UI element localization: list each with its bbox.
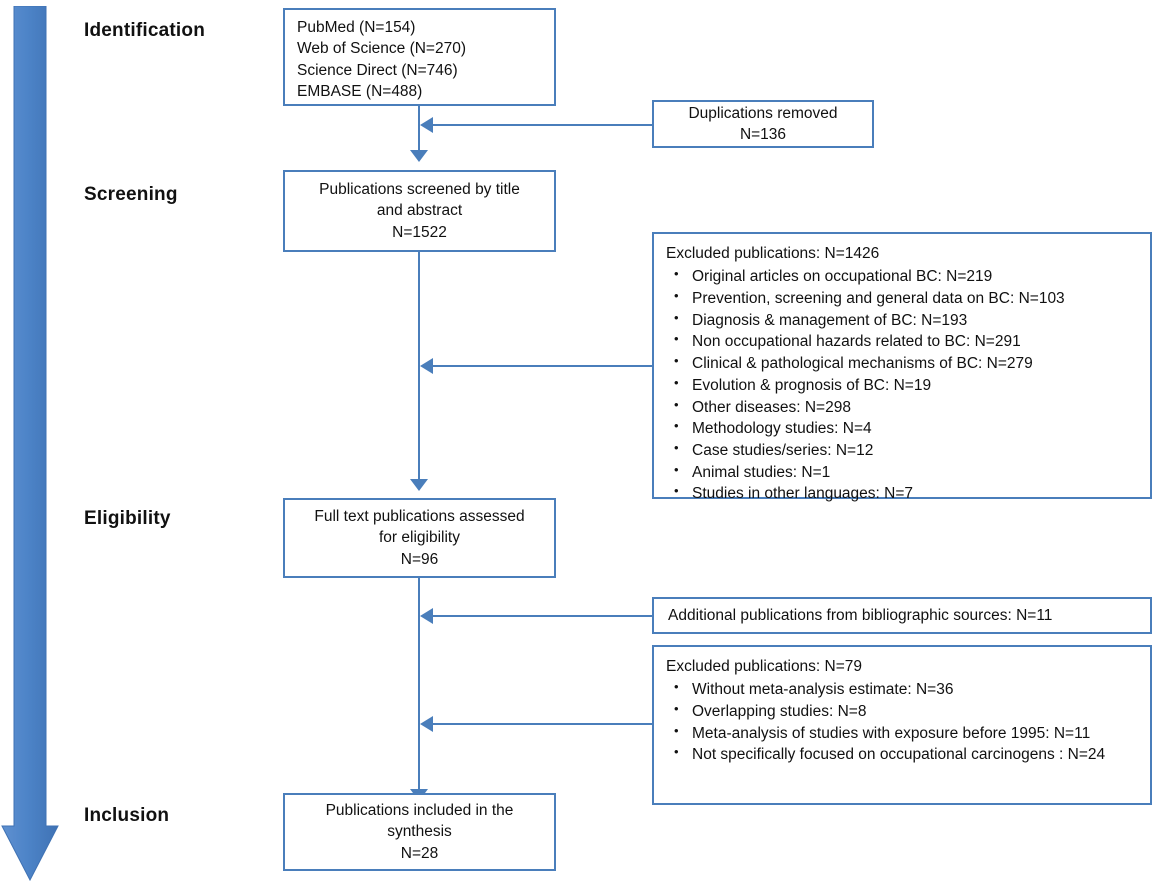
stage-progress-arrow-icon — [1, 6, 59, 882]
source-line-web-of-science: Web of Science (N=270) — [297, 40, 467, 58]
excluded-eligibility-title: Excluded publications: N=79 — [666, 658, 863, 675]
box-excluded-eligibility: Excluded publications: N=79 Without meta… — [652, 645, 1152, 805]
list-item: Prevention, screening and general data o… — [666, 287, 1140, 310]
list-item: Methodology studies: N=4 — [666, 417, 1140, 440]
arrowhead-to-fulltext — [410, 479, 428, 491]
source-line-pubmed: PubMed (N=154) — [297, 19, 416, 36]
list-item: Not specifically focused on occupational… — [666, 743, 1140, 766]
arrowhead-to-screened — [410, 150, 428, 162]
list-item: Case studies/series: N=12 — [666, 439, 1140, 462]
screened-line-2: and abstract — [376, 202, 463, 220]
connector-additional-publications — [430, 615, 652, 617]
arrowhead-excluded-eligibility — [420, 716, 433, 732]
duplications-label: Duplications removed — [688, 104, 838, 122]
fulltext-count: N=96 — [400, 550, 439, 568]
connector-screened-to-fulltext — [418, 252, 420, 484]
additional-publications-label: Additional publications from bibliograph… — [668, 606, 1053, 624]
box-publications-screened: Publications screened by title and abstr… — [283, 170, 556, 252]
connector-fulltext-to-included — [418, 578, 420, 794]
included-count: N=28 — [400, 844, 439, 862]
connector-excluded-eligibility — [430, 723, 652, 725]
screened-count: N=1522 — [392, 223, 447, 241]
list-item: Clinical & pathological mechanisms of BC… — [666, 352, 1140, 375]
list-item: Studies in other languages: N=7 — [666, 482, 1140, 505]
arrowhead-duplications — [420, 117, 433, 133]
connector-duplications — [430, 124, 652, 126]
stage-label-screening: Screening — [84, 184, 178, 205]
screened-line-1: Publications screened by title — [319, 180, 520, 198]
source-line-embase: EMBASE (N=488) — [297, 83, 423, 101]
list-item: Other diseases: N=298 — [666, 396, 1140, 419]
connector-sources-to-screened — [418, 105, 420, 155]
box-database-sources: PubMed (N=154) Web of Science (N=270) Sc… — [283, 8, 556, 106]
excluded-screening-title: Excluded publications: N=1426 — [666, 245, 880, 262]
duplications-count: N=136 — [739, 126, 787, 143]
connector-excluded-screening — [430, 365, 652, 367]
list-item: Overlapping studies: N=8 — [666, 700, 1140, 723]
list-item: Non occupational hazards related to BC: … — [666, 330, 1140, 353]
arrowhead-additional-publications — [420, 608, 433, 624]
fulltext-line-1: Full text publications assessed — [314, 507, 525, 525]
list-item: Original articles on occupational BC: N=… — [666, 265, 1140, 288]
list-item: Without meta-analysis estimate: N=36 — [666, 678, 1140, 701]
included-line-1: Publications included in the — [325, 801, 514, 819]
excluded-screening-list: Original articles on occupational BC: N=… — [666, 265, 1140, 505]
stage-label-eligibility: Eligibility — [84, 508, 171, 529]
box-excluded-screening: Excluded publications: N=1426 Original a… — [652, 232, 1152, 502]
box-additional-publications: Additional publications from bibliograph… — [652, 597, 1152, 634]
box-duplications-removed: Duplications removed N=136 — [652, 100, 874, 148]
list-item: Diagnosis & management of BC: N=193 — [666, 309, 1140, 332]
list-item: Animal studies: N=1 — [666, 461, 1140, 484]
excluded-eligibility-list: Without meta-analysis estimate: N=36 Ove… — [666, 678, 1140, 766]
included-line-2: synthesis — [387, 823, 452, 841]
source-line-science-direct: Science Direct (N=746) — [297, 61, 458, 79]
stage-label-identification: Identification — [84, 20, 206, 41]
box-publications-included: Publications included in the synthesis N… — [283, 793, 556, 871]
stage-label-inclusion: Inclusion — [84, 805, 170, 826]
list-item: Evolution & prognosis of BC: N=19 — [666, 374, 1140, 397]
arrowhead-excluded-screening — [420, 358, 433, 374]
fulltext-line-2: for eligibility — [379, 529, 460, 547]
list-item: Meta-analysis of studies with exposure b… — [666, 722, 1140, 745]
box-fulltext-assessed: Full text publications assessed for elig… — [283, 498, 556, 578]
